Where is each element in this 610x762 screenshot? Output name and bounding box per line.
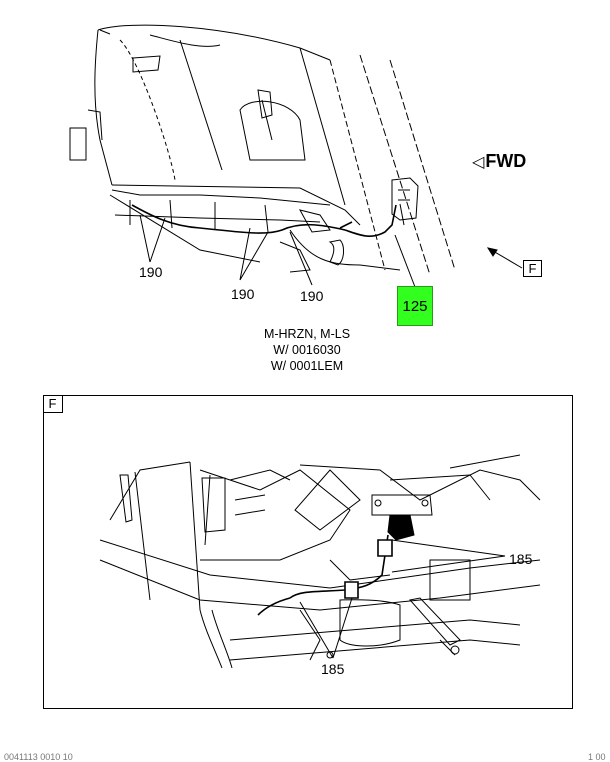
callout-190-middle: 190	[231, 286, 255, 302]
wire-harness	[131, 204, 397, 237]
variant-line-model: M-HRZN, M-LS	[263, 327, 351, 341]
rear-mount-bracket	[391, 177, 419, 226]
variant-line-feature-1: W/ 0016030	[273, 343, 341, 357]
forward-direction-indicator: ◁ FWD	[472, 151, 526, 172]
variant-line-feature-2: W/ 0001LEM	[270, 359, 344, 373]
leader-lines-190	[139, 214, 313, 286]
detail-bracket-connector	[371, 494, 433, 541]
detail-wire-harness	[257, 534, 393, 616]
callout-125-highlighted: 125	[397, 286, 433, 326]
leader-line-125	[394, 234, 416, 288]
callout-190-right: 190	[300, 288, 324, 304]
cab-body-outline	[69, 24, 456, 276]
forward-arrow-icon: ◁	[472, 153, 485, 171]
leader-lines-185	[299, 539, 506, 659]
view-f-arrow	[486, 247, 523, 269]
callout-185-upper: 185	[509, 551, 533, 567]
forward-label: FWD	[485, 151, 527, 171]
footer-reference-right: 1 00	[588, 752, 606, 762]
detail-cab-structure	[99, 454, 541, 611]
view-reference-f: F	[523, 260, 542, 277]
callout-185-lower: 185	[321, 661, 345, 677]
frame-rails	[109, 189, 401, 273]
detail-f-tag: F	[43, 395, 63, 413]
detail-chassis-frame	[199, 559, 521, 669]
callout-190-left: 190	[139, 264, 163, 280]
footer-reference-left: 0041113 0010 10	[4, 752, 73, 762]
variant-note: M-HRZN, M-LS W/ 0016030 W/ 0001LEM	[247, 326, 367, 374]
detail-f-frame	[43, 395, 573, 709]
